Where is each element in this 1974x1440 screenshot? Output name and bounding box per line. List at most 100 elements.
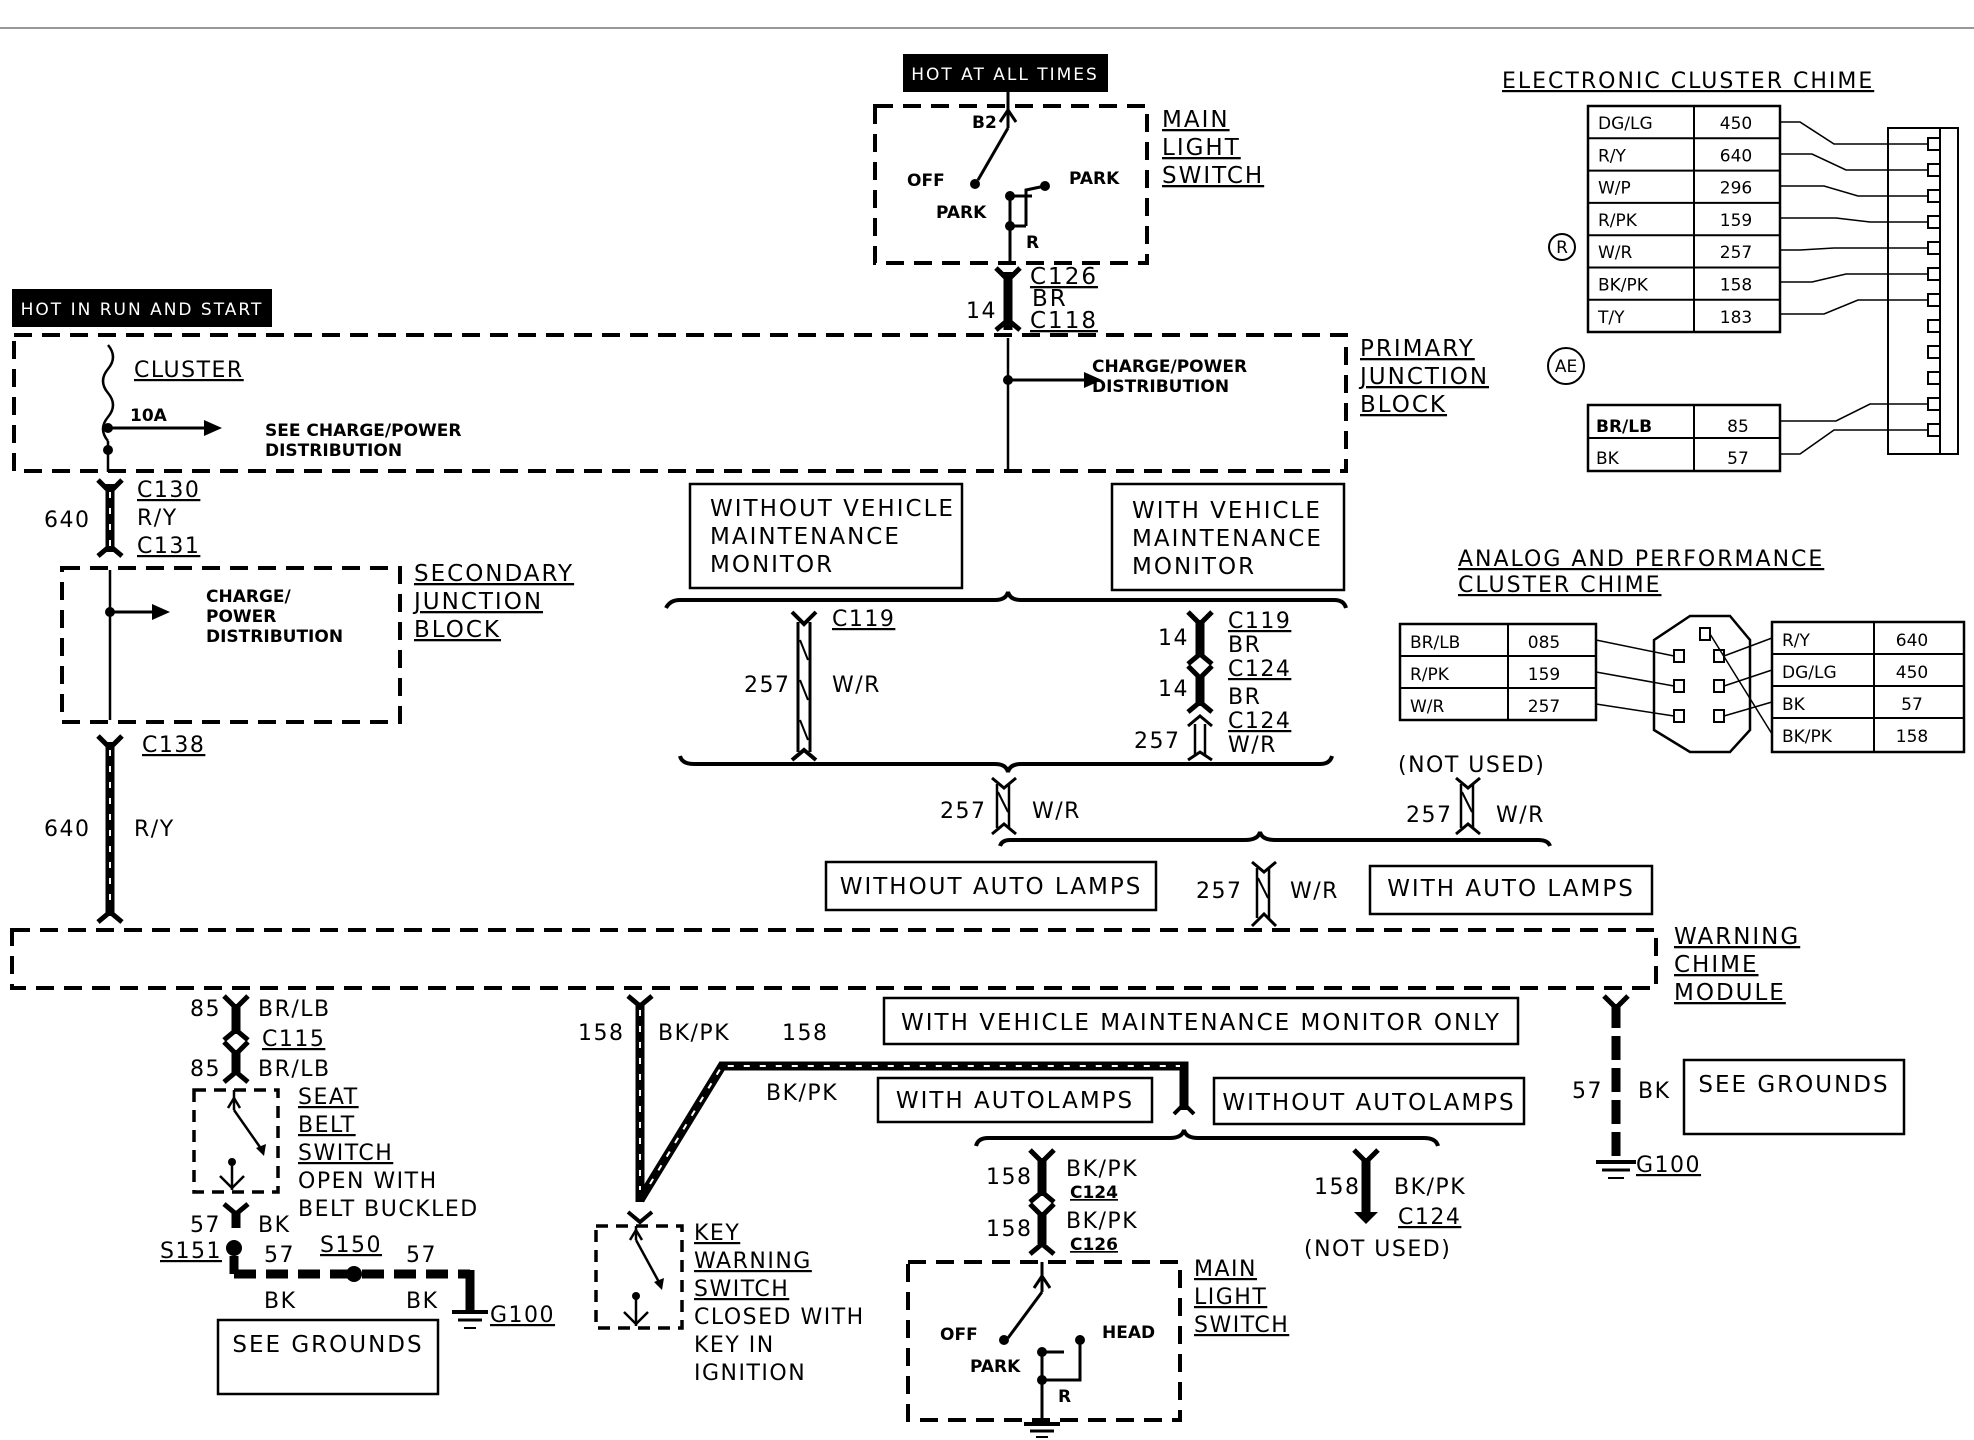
analog-cluster-chime: ANALOG AND PERFORMANCE CLUSTER CHIME BR/… (1398, 547, 1966, 754)
ecc-circuit-5: 158 (1720, 276, 1752, 296)
svg-text:158: 158 (1314, 1175, 1361, 1200)
svg-text:BK/PK: BK/PK (1066, 1157, 1138, 1182)
hot-at-all-times-tag: HOT AT ALL TIMES (903, 54, 1108, 92)
svg-text:C124: C124 (1070, 1183, 1118, 1203)
ecc-color-5: BK/PK (1598, 276, 1649, 296)
svg-text:C119: C119 (1228, 609, 1291, 634)
main-light-switch-bottom-title-1: MAIN (1194, 1257, 1257, 1282)
svg-text:WITH VEHICLE MAINTENANCE MONIT: WITH VEHICLE MAINTENANCE MONITOR ONLY (901, 1010, 1501, 1036)
svg-text:C126: C126 (1030, 264, 1098, 290)
svg-text:(NOT USED): (NOT USED) (1398, 753, 1545, 778)
svg-text:PARK: PARK (936, 203, 987, 223)
svg-text:BR/LB: BR/LB (1596, 417, 1652, 437)
ecc-pin-0 (1927, 137, 1941, 151)
svg-text:POWER: POWER (206, 607, 276, 627)
ecc-color-0: DG/LG (1598, 114, 1653, 134)
connector-c130: 640 C130 R/Y C131 (44, 478, 200, 559)
warning-chime-module: WARNING CHIME MODULE (10, 924, 1798, 1006)
svg-text:158: 158 (578, 1021, 625, 1046)
svg-text:640: 640 (1896, 631, 1928, 651)
svg-text:BK: BK (258, 1213, 291, 1238)
svg-text:158: 158 (1896, 727, 1928, 747)
ecc-color-1: R/Y (1598, 146, 1627, 166)
with-vmm-box: WITH VEHICLE MAINTENANCE MONITOR (1110, 482, 1346, 592)
svg-text:ANALOG AND PERFORMANCE: ANALOG AND PERFORMANCE (1458, 547, 1824, 572)
svg-text:IGNITION: IGNITION (694, 1361, 806, 1386)
main-light-switch-top: B2 OFF PARK PARK R MAIN LIGHT SWITCH (873, 92, 1264, 265)
svg-text:BK/PK: BK/PK (658, 1021, 730, 1046)
with-autolamps-box: WITH AUTOLAMPS (876, 1076, 1154, 1124)
svg-text:14: 14 (966, 299, 997, 324)
svg-text:W/R: W/R (1032, 799, 1081, 824)
svg-text:BK/PK: BK/PK (1394, 1175, 1466, 1200)
svg-text:BR/LB: BR/LB (258, 997, 331, 1022)
ecc-wire-3 (1780, 217, 1928, 223)
ecc-pin-10 (1927, 397, 1941, 411)
svg-text:DISTRIBUTION: DISTRIBUTION (265, 441, 402, 461)
connector-c126: 14 C126 BR C118 (966, 264, 1098, 334)
svg-text:S151: S151 (160, 1239, 222, 1264)
key-warning-title-2: WARNING (694, 1249, 812, 1274)
wire-c119-left: C119 257 W/R (744, 607, 894, 762)
svg-text:W/R: W/R (1290, 879, 1339, 904)
svg-text:BR: BR (1228, 685, 1261, 710)
main-light-switch-bottom-title-3: SWITCH (1194, 1313, 1289, 1338)
svg-text:640: 640 (44, 817, 91, 842)
main-light-switch-bottom-title-2: LIGHT (1194, 1285, 1267, 1310)
svg-text:BK: BK (1638, 1079, 1671, 1104)
svg-text:KEY IN: KEY IN (694, 1333, 775, 1358)
ecc-pin-7 (1927, 319, 1941, 333)
svg-text:W/R: W/R (1496, 803, 1545, 828)
svg-text:BK/PK: BK/PK (766, 1081, 838, 1106)
svg-text:R/Y: R/Y (1782, 631, 1811, 651)
auto-lamps-bracket (998, 831, 1552, 847)
vmm-bracket-top (664, 591, 1348, 609)
svg-text:MAINTENANCE: MAINTENANCE (710, 524, 901, 550)
svg-text:BK: BK (264, 1289, 297, 1314)
svg-text:BK/PK: BK/PK (1782, 727, 1833, 747)
svg-text:ELECTRONIC CLUSTER CHIME: ELECTRONIC CLUSTER CHIME (1502, 69, 1874, 94)
svg-text:14: 14 (1158, 677, 1189, 702)
svg-text:W/R: W/R (1228, 733, 1277, 758)
svg-text:C126: C126 (1070, 1235, 1118, 1255)
svg-text:C131: C131 (137, 534, 200, 559)
ecc-pin-2 (1927, 189, 1941, 203)
cluster-label: CLUSTER (134, 358, 244, 383)
wire-257-mid: 257 W/R (940, 776, 1081, 836)
ecc-color-3: R/PK (1598, 211, 1638, 231)
ecc-wire-4 (1780, 247, 1928, 251)
svg-text:AE: AE (1555, 357, 1577, 377)
svg-text:257: 257 (1196, 879, 1243, 904)
hot-in-run-tag: HOT IN RUN AND START (12, 289, 272, 327)
svg-text:158: 158 (986, 1217, 1033, 1242)
primary-junction-block: PRIMARY JUNCTION BLOCK CLUSTER 10A SEE C… (12, 333, 1487, 473)
autolamps-bracket (974, 1129, 1440, 1147)
svg-text:257: 257 (940, 799, 987, 824)
seat-belt-circuit: 85 BR/LB C115 85 BR/LB SEAT BELT SWITCH … (160, 994, 554, 1396)
svg-text:BK: BK (1782, 695, 1806, 715)
svg-text:MAINTENANCE: MAINTENANCE (1132, 526, 1323, 552)
ecc-wire-0 (1780, 121, 1928, 145)
svg-text:085: 085 (1528, 633, 1560, 653)
svg-text:C124: C124 (1228, 657, 1291, 682)
svg-text:OFF: OFF (940, 1325, 978, 1345)
without-autolamps-box: WITHOUT AUTOLAMPS (1212, 1076, 1526, 1126)
seat-belt-title-2: BELT (298, 1113, 356, 1138)
ecc-color-6: T/Y (1597, 308, 1625, 328)
ecc-circuit-1: 640 (1720, 146, 1752, 166)
svg-text:R/PK: R/PK (1410, 665, 1450, 685)
svg-text:R: R (1026, 233, 1039, 253)
vmm-only-box: WITH VEHICLE MAINTENANCE MONITOR ONLY (882, 996, 1520, 1046)
svg-text:DG/LG: DG/LG (1782, 663, 1837, 683)
svg-text:R/Y: R/Y (134, 817, 175, 842)
svg-text:450: 450 (1896, 663, 1928, 683)
ecc-pin-8 (1927, 345, 1941, 359)
not-used-top: (NOT USED) 257 W/R (1398, 753, 1545, 836)
main-light-switch-top-title-3: SWITCH (1162, 163, 1264, 189)
svg-text:BR/LB: BR/LB (258, 1057, 331, 1082)
svg-text:640: 640 (44, 508, 91, 533)
main-light-switch-bottom: 158 BK/PK C124 158 BK/PK C126 OFF HEAD P… (906, 1148, 1289, 1438)
without-auto-lamps-box: WITHOUT AUTO LAMPS (824, 860, 1158, 912)
svg-text:PRIMARY: PRIMARY (1360, 336, 1475, 362)
